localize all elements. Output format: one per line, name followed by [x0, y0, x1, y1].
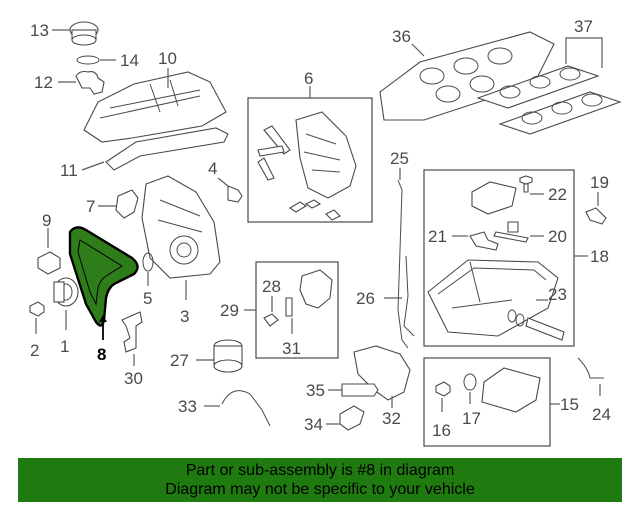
dipstick-tube[interactable]: [403, 255, 415, 337]
callout-18[interactable]: 18: [590, 247, 609, 266]
callout-19[interactable]: 19: [590, 173, 609, 192]
o-ring-5[interactable]: [142, 252, 154, 272]
timing-chain-part-8[interactable]: [68, 226, 139, 327]
part-34[interactable]: [339, 405, 365, 431]
oil-pan[interactable]: [427, 259, 559, 337]
callout-17[interactable]: 17: [462, 409, 481, 428]
callout-20[interactable]: 20: [548, 227, 567, 246]
oil-pump[interactable]: [353, 345, 411, 401]
lower-oil-pan[interactable]: [481, 367, 541, 413]
strainer-21[interactable]: [469, 231, 499, 251]
callout-6[interactable]: 6: [304, 69, 313, 88]
callout-30[interactable]: 30: [124, 369, 143, 388]
callout-16[interactable]: 16: [432, 421, 451, 440]
callout-25[interactable]: 25: [390, 149, 409, 168]
callout-9[interactable]: 9: [42, 211, 51, 230]
bolt-20[interactable]: [493, 221, 529, 243]
callout-37[interactable]: 37: [574, 17, 593, 36]
bolt-4[interactable]: [227, 185, 243, 203]
camshaft-sensor[interactable]: [115, 189, 139, 219]
box-15: [423, 357, 551, 447]
oil-hose-33[interactable]: [221, 390, 271, 427]
callout-36[interactable]: 36: [392, 27, 411, 46]
oil-pressure-switch[interactable]: [285, 297, 293, 317]
sensor-28[interactable]: [263, 313, 279, 327]
callout-12[interactable]: 12: [34, 73, 53, 92]
callout-5[interactable]: 5: [143, 289, 152, 308]
callout-11[interactable]: 11: [60, 161, 78, 180]
callout-4[interactable]: 4: [208, 159, 217, 178]
oil-filter[interactable]: [213, 339, 243, 373]
o-ring[interactable]: [76, 55, 100, 65]
callout-22[interactable]: 22: [548, 185, 567, 204]
crankshaft-pulley[interactable]: [53, 277, 79, 307]
callout-35[interactable]: 35: [306, 381, 325, 400]
dipstick[interactable]: [397, 179, 409, 349]
baffle-plate[interactable]: [471, 181, 517, 215]
callout-13[interactable]: 13: [30, 21, 49, 40]
callout-34[interactable]: 34: [304, 415, 323, 434]
callout-33[interactable]: 33: [178, 397, 197, 416]
oil-filler-cap[interactable]: [69, 21, 99, 46]
valve-cover-gasket[interactable]: [105, 127, 229, 171]
pulley-bolt[interactable]: [29, 301, 45, 317]
callout-29[interactable]: 29: [220, 301, 239, 320]
callout-1[interactable]: 1: [60, 337, 69, 356]
callout-10[interactable]: 10: [158, 49, 177, 68]
banner-line-1: Part or sub-assembly is #8 in diagram: [185, 462, 455, 479]
callout-32[interactable]: 32: [382, 409, 401, 428]
drain-plug-23[interactable]: [507, 309, 565, 341]
bolt-22[interactable]: [519, 175, 533, 193]
callout-21[interactable]: 21: [428, 227, 447, 246]
callout-26[interactable]: 26: [356, 289, 375, 308]
callout-8[interactable]: 8: [97, 345, 106, 364]
washer-17[interactable]: [463, 373, 477, 391]
callout-14[interactable]: 14: [120, 51, 139, 70]
timing-guides[interactable]: [257, 111, 357, 221]
callout-2[interactable]: 2: [30, 341, 39, 360]
chain-tensioner[interactable]: [37, 251, 61, 275]
callout-31[interactable]: 31: [282, 339, 301, 358]
callout-23[interactable]: 23: [548, 285, 567, 304]
callout-27[interactable]: 27: [170, 351, 189, 370]
intake-manifold[interactable]: [379, 31, 555, 121]
bracket-30[interactable]: [121, 311, 143, 353]
sensor-19[interactable]: [585, 207, 607, 225]
box-18: [423, 169, 575, 347]
callout-24[interactable]: 24: [592, 405, 611, 424]
gasket-35[interactable]: [341, 383, 379, 397]
callout-3[interactable]: 3: [180, 307, 189, 326]
timing-cover[interactable]: [141, 175, 221, 279]
banner-line-2: Diagram may not be specific to your vehi…: [165, 481, 475, 498]
callout-28[interactable]: 28: [262, 277, 281, 296]
intake-gaskets[interactable]: [476, 65, 622, 135]
oil-cooler-housing[interactable]: [299, 269, 333, 309]
cap-gasket[interactable]: [75, 70, 105, 95]
callout-15[interactable]: 15: [560, 395, 579, 414]
info-banner: Part or sub-assembly is #8 in diagram Di…: [18, 458, 622, 502]
callout-7[interactable]: 7: [86, 197, 95, 216]
valve-cover[interactable]: [83, 71, 227, 143]
hose-24[interactable]: [577, 357, 604, 379]
engine-parts-diagram: 13 14 12 10 11 7 3 4 5 9 1 2 8 30: [29, 17, 622, 447]
bolt-16[interactable]: [435, 381, 451, 397]
